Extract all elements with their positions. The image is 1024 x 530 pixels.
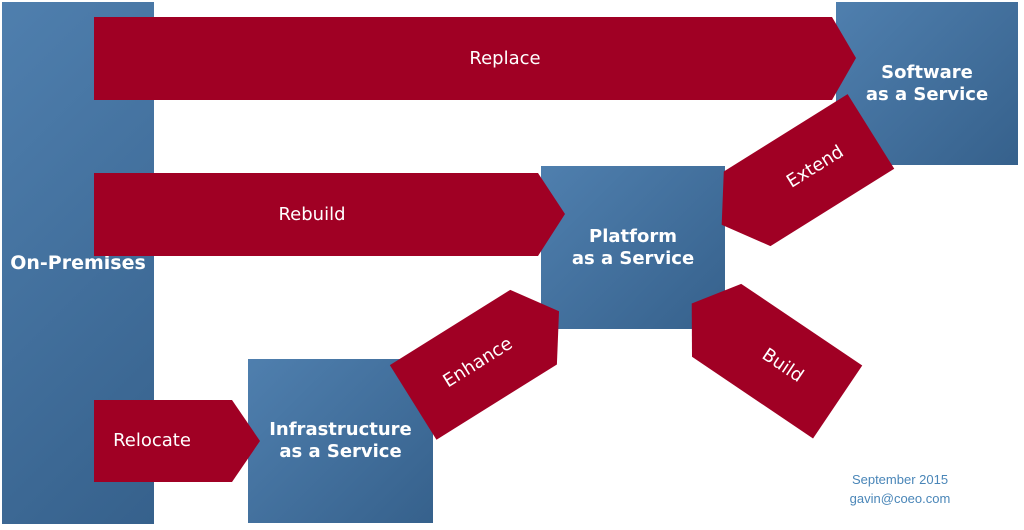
saas-label-line2: as a Service [865, 83, 989, 105]
paas-label-line1: Platform [589, 225, 677, 247]
rebuild-arrow-label: Rebuild [278, 204, 345, 225]
saas-label-line1: Software [881, 61, 973, 83]
replace-arrow [94, 17, 856, 100]
rebuild-arrow [94, 173, 565, 256]
relocate-arrow-label: Relocate [113, 430, 191, 451]
build-arrow [691, 283, 863, 439]
enhance-arrow [389, 289, 560, 440]
relocate-arrow [94, 400, 260, 482]
on-premises-label: On-Premises [10, 252, 146, 274]
replace-arrow-label: Replace [469, 48, 540, 69]
paas-label-line2: as a Service [571, 247, 695, 269]
iaas-label-line1: Infrastructure [269, 419, 412, 440]
iaas-label-line2: as a Service [279, 441, 402, 462]
email-note: gavin@coeo.com [849, 491, 951, 506]
date-note: September 2015 [851, 472, 949, 487]
iaas-box: Infrastructure as a Service [248, 359, 433, 523]
extend-arrow [721, 94, 895, 247]
paas-box: Platform as a Service [541, 166, 725, 329]
